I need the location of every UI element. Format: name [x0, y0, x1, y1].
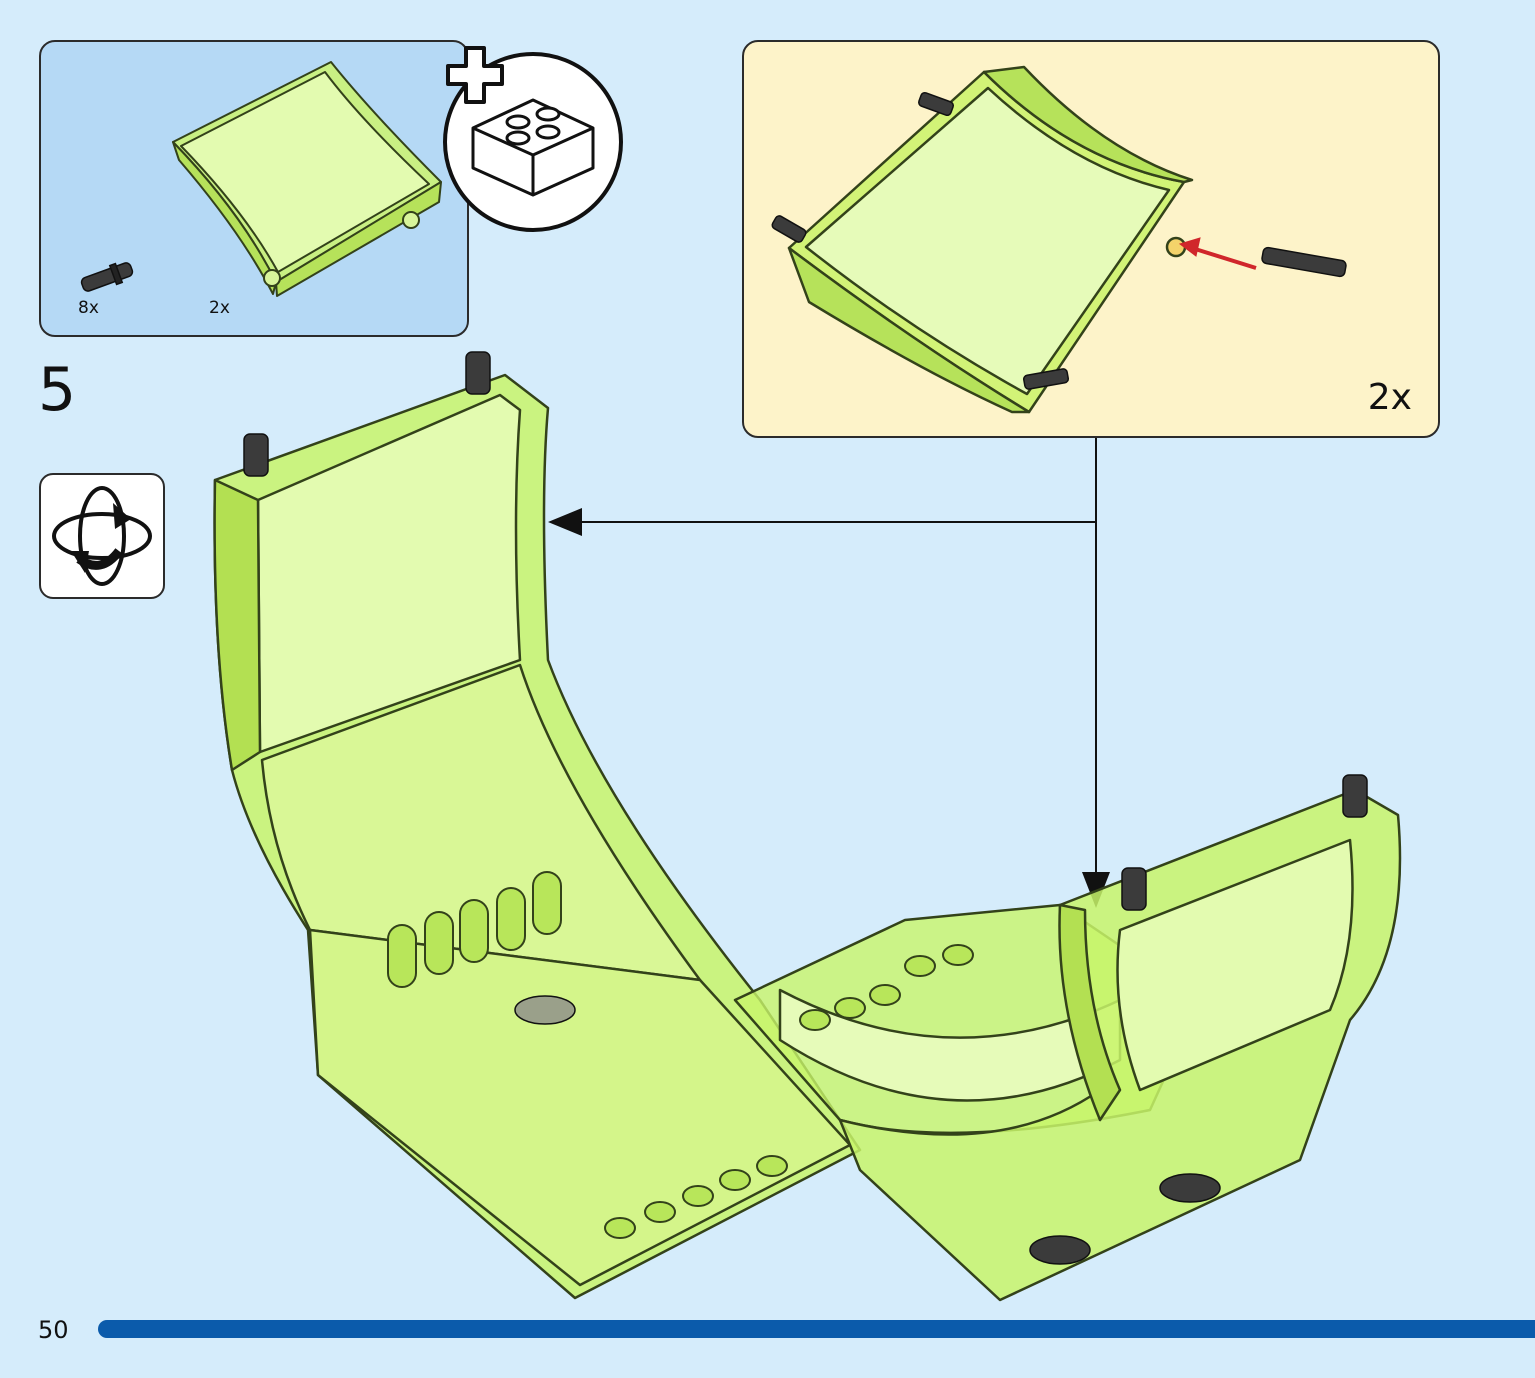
progress-bar — [98, 1320, 1535, 1338]
curved-panel-part-image — [80, 61, 442, 297]
pin-count-label: 8x — [78, 298, 99, 318]
page-number: 50 — [38, 1316, 69, 1344]
subassembly-callout: 2x — [742, 40, 1440, 438]
step-number: 5 — [38, 355, 77, 425]
subassembly-count: 2x — [1367, 377, 1412, 418]
subassembly-panel-image — [771, 65, 1347, 414]
pin-part-image — [80, 262, 134, 292]
rotate-model-icon — [39, 473, 165, 599]
add-brick-icon — [443, 46, 623, 232]
arrow-down-head — [1082, 872, 1110, 908]
panel-count-label: 2x — [209, 298, 230, 318]
arrow-left-head — [548, 508, 582, 536]
insert-arrow — [1178, 237, 1257, 270]
parts-callout: 8x 2x — [39, 40, 469, 337]
